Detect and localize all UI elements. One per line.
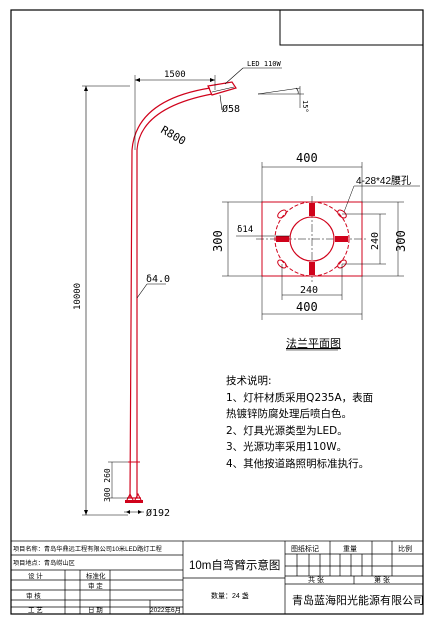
company-name: 青岛蓝海阳光能源有限公司 (292, 593, 424, 607)
note-line-1: 1、灯杆材质采用Q235A，表面 (226, 391, 374, 404)
review-label: 审 定 (88, 581, 103, 590)
flange-right-outer: 300 (394, 230, 408, 252)
flange-plan (256, 196, 368, 282)
angle-symbol (257, 86, 304, 108)
flange-bottom-inner: 240 (300, 285, 318, 296)
date-value: 2022年6月 (150, 605, 181, 614)
note-line-5: 4、其他按道路照明标准执行。 (226, 457, 370, 470)
base-dimension-label: 300 260 (103, 468, 112, 502)
sheet-border (10, 9, 424, 615)
wall-thickness-label: δ4.0 (146, 274, 170, 285)
led-label: LED 110W (247, 60, 282, 68)
quantity: 数量：24 盏 (211, 591, 249, 600)
flange-bottom-outer: 400 (296, 300, 318, 314)
note-line-4: 3、光源功率采用110W。 (226, 441, 348, 453)
radius-label: R800 (159, 123, 188, 148)
angle-label: 15° (301, 100, 309, 113)
base-dimension (108, 461, 128, 499)
led-leader (224, 67, 244, 85)
pole-height-label: 10000 (73, 283, 83, 310)
scale-label: 比例 (398, 544, 412, 553)
arm-length-dimension (134, 75, 216, 150)
flange-title: 法兰平面图 (286, 336, 341, 350)
design-label: 设 计 (28, 571, 43, 580)
arm-diameter-label: Ø58 (222, 103, 240, 115)
note-line-2: 热镀锌防腐处理后喷白色。 (226, 408, 352, 420)
craft-label: 工 艺 (28, 606, 43, 614)
standard-label: 标准化 (86, 571, 106, 580)
mark-label: 图纸标记 (291, 544, 319, 553)
drawing-title: 10m自弯臂示意图 (189, 558, 280, 572)
date-label: 日 期 (88, 606, 103, 614)
title-block-grid (10, 540, 424, 615)
pole-height-dimension (82, 85, 130, 516)
pole (125, 87, 213, 504)
flange-dimensions (222, 162, 420, 320)
arm-diameter-leader (219, 94, 223, 111)
corner-box (279, 9, 424, 46)
project-location: 项目地点：青岛崂山区 (13, 559, 75, 567)
flange-left-height: 300 (211, 230, 225, 252)
audit-label: 审 核 (26, 591, 41, 600)
technical-notes: 技术说明: 1、灯杆材质采用Q235A，表面 热镀锌防腐处理后喷白色。 2、灯具… (226, 373, 406, 472)
wall-thickness-leader (136, 283, 148, 299)
sheet-no: 第 张 (374, 575, 390, 584)
flange-holes-label: 4-28*42腰孔 (356, 175, 411, 187)
base-diameter-label: Ø192 (146, 507, 170, 519)
notes-heading: 技术说明: (226, 375, 272, 387)
project-name: 项目名称：青岛华鼎远工程有限公司10米LED路灯工程 (13, 545, 162, 553)
weight-label: 重量 (343, 545, 357, 553)
flange-thickness-label: δ14 (237, 225, 253, 235)
note-line-3: 2、灯具光源类型为LED。 (226, 424, 348, 437)
arm-length-label: 1500 (164, 70, 186, 80)
flange-top-width: 400 (296, 151, 318, 165)
flange-right-inner: 240 (370, 232, 381, 250)
lamp-head (207, 81, 237, 96)
total-sheets: 共 张 (308, 575, 324, 584)
